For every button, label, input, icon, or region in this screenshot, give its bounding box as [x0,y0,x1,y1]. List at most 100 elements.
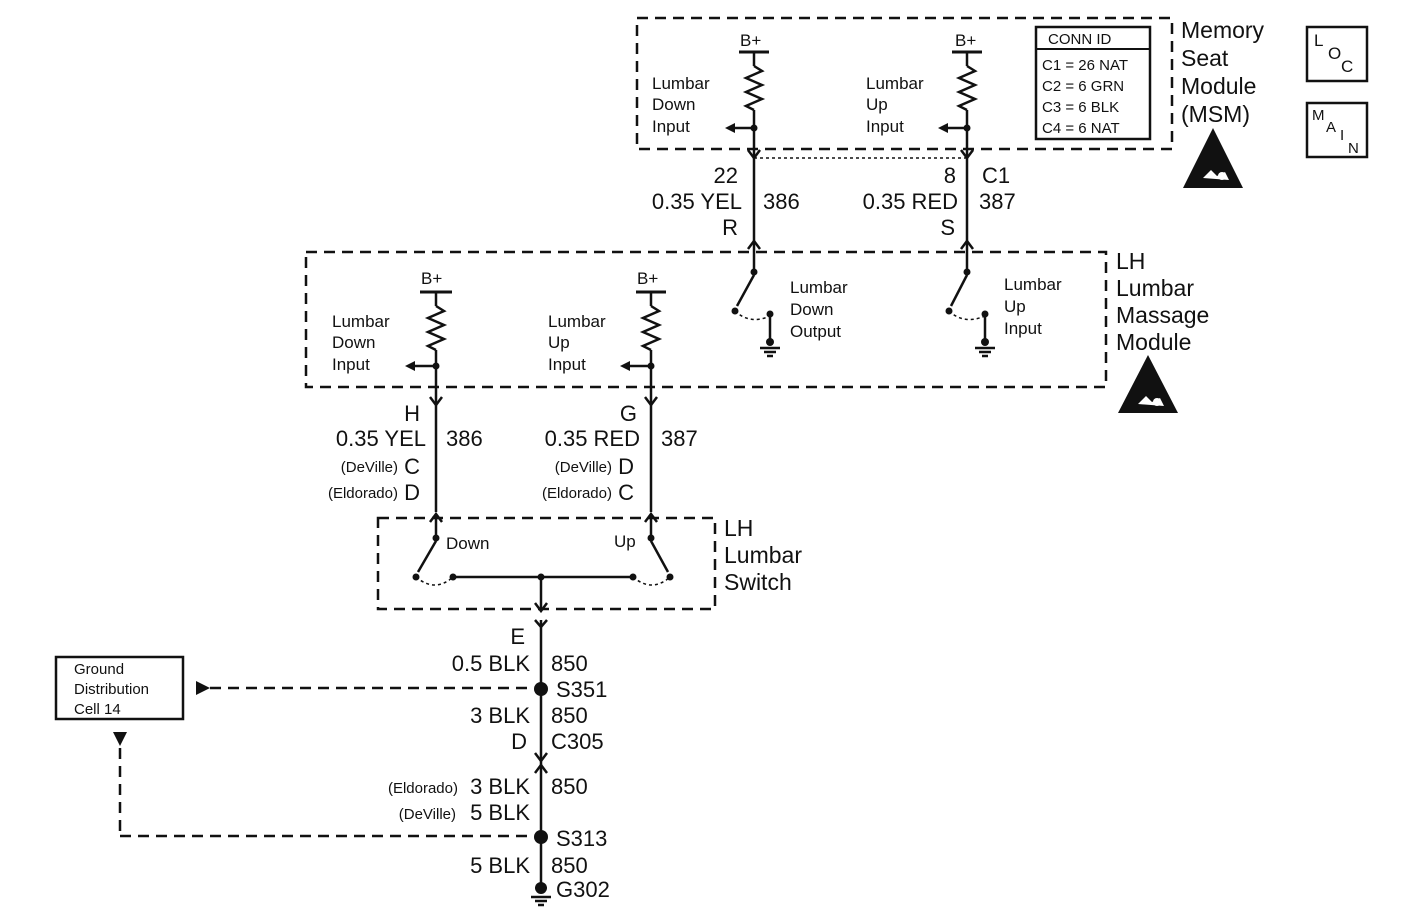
eldorado-label-ground: (Eldorado) [388,780,458,797]
svg-text:Module: Module [1181,73,1256,99]
svg-text:Ground: Ground [74,661,124,678]
msm-pullup-resistor-left [742,64,766,112]
lmm-bplus-left: B+ [421,269,442,288]
svg-text:Module: Module [1116,329,1191,355]
splice-s313-label: S313 [556,826,607,851]
lmm-pin-r: R [722,215,738,240]
lumbar-switch-up-label: Up [614,532,636,551]
ground-seg4-gauge: 5 BLK [470,853,530,878]
ground-distribution-cell-ref[interactable]: Ground Distribution Cell 14 [54,655,185,721]
lumbar-switch-down-label: Down [446,534,489,553]
msm-bplus-right: B+ [955,31,976,50]
ground-g302-label: G302 [556,877,610,902]
svg-text:Memory: Memory [1181,17,1265,43]
lmm-pin-h: H [404,401,420,426]
esd-sensitive-icon [1183,128,1243,188]
svg-text:Lumbar: Lumbar [724,542,802,568]
conn-id-table: CONN ID C1 = 26 NAT C2 = 6 GRN C3 = 6 BL… [1034,25,1152,141]
connector-c305-label: C305 [551,729,604,754]
svg-text:C1 = 26 NAT: C1 = 26 NAT [1042,57,1128,74]
wire-386-gauge-color-lower: 0.35 YEL [336,426,426,451]
esd-sensitive-icon [1118,355,1178,413]
lmm-pin-g: G [620,401,637,426]
svg-text:Output: Output [790,322,841,341]
svg-text:Lumbar: Lumbar [548,312,606,331]
svg-text:Lumbar: Lumbar [1004,275,1062,294]
svg-text:C3 = 6 BLK: C3 = 6 BLK [1042,99,1119,116]
svg-text:Down: Down [652,95,695,114]
svg-text:A: A [1326,119,1336,136]
switch-pin-eldorado-c: C [618,480,634,505]
deville-label-ground: (DeVille) [399,806,456,823]
lmm-input-arrow-down [405,361,415,371]
ref-arrow-s313 [113,732,127,746]
lumbar-switch-title: LH Lumbar Switch [724,515,802,595]
ground-seg4-circuit: 850 [551,853,588,878]
lumbar-switch-up-contact [632,514,674,586]
svg-text:C2 = 6 GRN: C2 = 6 GRN [1042,78,1124,95]
lmm-lumbar-down-output-label: Lumbar Down Output [790,278,848,341]
svg-text:Seat: Seat [1181,45,1229,71]
lmm-lumbar-up-input-label: Lumbar Up Input [548,312,606,374]
lmm-bplus-right: B+ [637,269,658,288]
connector-c305-pin-d: D [511,729,527,754]
msm-module-boundary [635,16,1174,151]
ref-arrow-s351 [196,681,210,695]
svg-text:Down: Down [332,333,375,352]
lmm-pin-s: S [940,215,955,240]
svg-text:Up: Up [548,333,570,352]
svg-text:Up: Up [1004,297,1026,316]
ground-seg1-circuit: 850 [551,651,588,676]
svg-text:Lumbar: Lumbar [1116,275,1194,301]
msm-lumbar-down-input-label: Lumbar Down Input [652,74,710,136]
msm-title: Memory Seat Module (MSM) [1181,17,1265,127]
lmm-lumbar-down-output-switch [731,243,782,358]
switch-pin-deville-d: D [618,454,634,479]
wire-386-gauge-color-upper: 0.35 YEL [652,189,742,214]
ground-seg1-gauge: 0.5 BLK [452,651,531,676]
svg-text:N: N [1348,140,1359,157]
switch-pin-e: E [510,624,525,649]
switch-pin-deville-c: C [404,454,420,479]
lumbar-switch-down-contact [412,514,454,586]
wire-387-gauge-color-lower: 0.35 RED [545,426,640,451]
svg-text:Input: Input [332,355,370,374]
msm-pullup-resistor-right [955,64,979,112]
msm-input-arrow-right [938,123,948,133]
svg-text:CONN ID: CONN ID [1048,31,1112,48]
svg-text:Cell 14: Cell 14 [74,701,121,718]
msm-lumbar-up-input-label: Lumbar Up Input [866,74,924,136]
wire-386-circuit-lower: 386 [446,426,483,451]
lmm-lumbar-up-input-switch [945,243,997,358]
splice-s313 [534,830,548,844]
eldorado-label-right: (Eldorado) [542,485,612,502]
deville-label-right: (DeVille) [555,459,612,476]
svg-text:O: O [1328,44,1341,63]
msm-bplus-left: B+ [740,31,761,50]
svg-text:M: M [1312,107,1325,124]
ground-seg3-deville-gauge: 5 BLK [470,800,530,825]
splice-s351 [534,682,548,696]
lmm-lumbar-down-input-label: Lumbar Down Input [332,312,390,374]
wire-387-circuit-upper: 387 [979,189,1016,214]
svg-text:Massage: Massage [1116,302,1209,328]
ground-seg3-eldorado-gauge: 3 BLK [470,774,530,799]
svg-text:Distribution: Distribution [74,681,149,698]
svg-text:(MSM): (MSM) [1181,101,1250,127]
lmm-title: LH Lumbar Massage Module [1116,248,1209,355]
msm-connector-c1-label: C1 [982,163,1010,188]
loc-icon[interactable]: L O C [1305,25,1369,83]
svg-text:Switch: Switch [724,569,792,595]
splice-s351-label: S351 [556,677,607,702]
svg-text:Up: Up [866,95,888,114]
lmm-lumbar-up-input2-label: Lumbar Up Input [1004,275,1062,338]
svg-text:I: I [1340,127,1344,144]
svg-text:Lumbar: Lumbar [652,74,710,93]
lmm-module-boundary [304,250,1108,389]
lmm-pullup-resistor-down [424,304,448,352]
svg-text:Input: Input [548,355,586,374]
msm-pin-22: 22 [714,163,738,188]
main-icon[interactable]: M A I N [1305,101,1369,159]
lmm-input-arrow-up [620,361,630,371]
